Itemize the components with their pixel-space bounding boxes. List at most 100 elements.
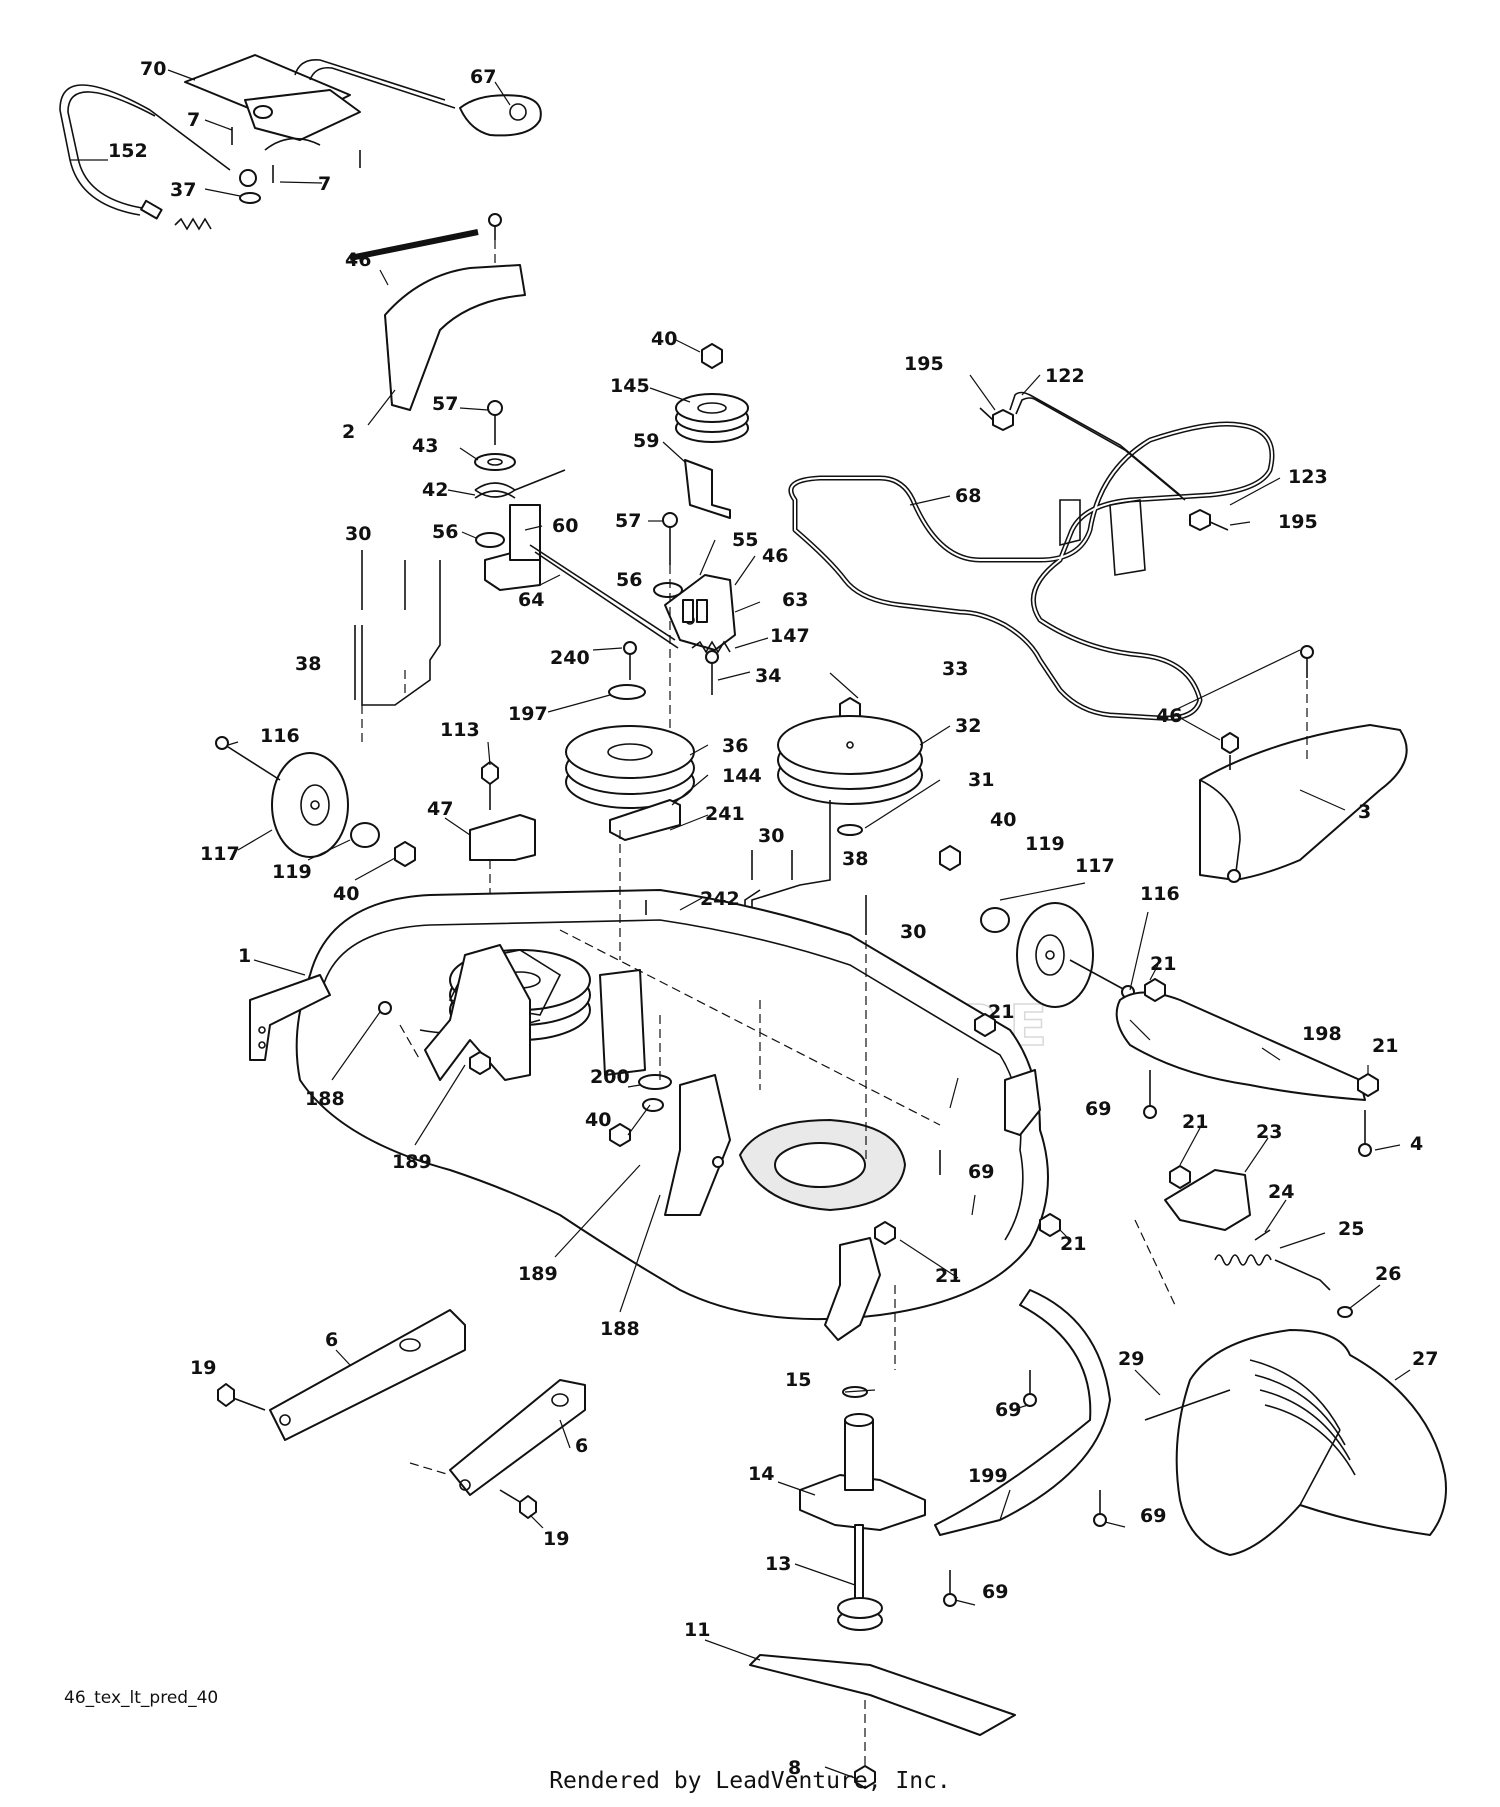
callout-63: 63	[782, 589, 808, 611]
callout-55: 55	[732, 529, 758, 551]
callout-36: 36	[722, 735, 748, 757]
pulley-36	[565, 725, 695, 809]
callout-122: 122	[1045, 365, 1085, 387]
bracket-6-right	[409, 1379, 586, 1519]
callout-195: 195	[1278, 511, 1318, 533]
callout-200: 200	[590, 1066, 630, 1088]
spindle-assembly	[749, 1386, 1016, 1789]
diagram-code: 46_tex_lt_pred_40	[64, 1688, 219, 1708]
deflector-rod-199	[934, 1289, 1111, 1607]
callout-31: 31	[968, 769, 994, 791]
belt-guard-left	[349, 213, 526, 411]
callout-7: 7	[318, 173, 331, 195]
callout-21: 21	[1372, 1035, 1398, 1057]
callout-123: 123	[1288, 466, 1328, 488]
handle-grip	[459, 94, 542, 137]
leader-lines	[70, 69, 1411, 1779]
callout-43: 43	[412, 435, 438, 457]
belt-keeper-122-123	[979, 391, 1229, 576]
callout-21: 21	[1150, 953, 1176, 975]
callout-24: 24	[1268, 1181, 1294, 1203]
callout-21: 21	[935, 1265, 961, 1287]
callout-7: 7	[187, 109, 200, 131]
callout-26: 26	[1375, 1263, 1401, 1285]
callout-23: 23	[1256, 1121, 1282, 1143]
callout-25: 25	[1338, 1218, 1364, 1240]
arm-55-63	[653, 574, 736, 654]
callout-38: 38	[295, 653, 321, 675]
bracket-198	[1115, 978, 1379, 1157]
callout-69: 69	[1085, 1098, 1111, 1120]
callout-46: 46	[762, 545, 788, 567]
callout-29: 29	[1118, 1348, 1144, 1370]
belt-guard-right	[1199, 645, 1408, 883]
callout-42: 42	[422, 479, 448, 501]
callout-21: 21	[988, 1001, 1014, 1023]
callout-4: 4	[1410, 1133, 1423, 1155]
gauge-wheel-right	[939, 845, 1135, 1008]
callout-188: 188	[305, 1088, 345, 1110]
callout-30: 30	[900, 921, 926, 943]
callout-147: 147	[770, 625, 810, 647]
callout-242: 242	[700, 888, 740, 910]
render-credit: Rendered by LeadVenture, Inc.	[549, 1768, 951, 1794]
bracket-47	[469, 761, 536, 940]
callout-189: 189	[518, 1263, 558, 1285]
callout-69: 69	[1140, 1505, 1166, 1527]
washer-37	[239, 192, 261, 204]
deck-dashed-guides	[399, 830, 1176, 1370]
callout-13: 13	[765, 1553, 791, 1575]
callout-70: 70	[140, 58, 166, 80]
pulley-145	[675, 343, 749, 443]
callout-116: 116	[260, 725, 300, 747]
callout-6: 6	[325, 1329, 338, 1351]
callout-34: 34	[755, 665, 781, 687]
callout-69: 69	[968, 1161, 994, 1183]
callout-19: 19	[190, 1357, 216, 1379]
callout-197: 197	[508, 703, 548, 725]
callout-188: 188	[600, 1318, 640, 1340]
callout-40: 40	[651, 328, 677, 350]
callout-19: 19	[543, 1528, 569, 1550]
callout-1: 1	[238, 945, 251, 967]
bracket-23-spring	[1164, 1165, 1353, 1318]
callout-27: 27	[1412, 1348, 1438, 1370]
bracket-6-left	[217, 1309, 466, 1441]
callout-11: 11	[684, 1619, 710, 1641]
callout-33: 33	[942, 658, 968, 680]
callout-117: 117	[1075, 855, 1115, 877]
hardware-center	[608, 512, 719, 740]
discharge-chute-27	[1144, 1329, 1447, 1556]
callout-40: 40	[333, 883, 359, 905]
drive-belt	[788, 421, 1275, 721]
callout-189: 189	[392, 1151, 432, 1173]
callout-40: 40	[585, 1109, 611, 1131]
callout-46: 46	[345, 249, 371, 271]
callout-30: 30	[758, 825, 784, 847]
callout-64: 64	[518, 589, 544, 611]
callout-6: 6	[575, 1435, 588, 1457]
callout-32: 32	[955, 715, 981, 737]
callout-57: 57	[615, 510, 641, 532]
deck-brackets	[249, 900, 1061, 1341]
callout-67: 67	[470, 66, 496, 88]
callout-8: 8	[788, 1757, 801, 1779]
callout-40: 40	[990, 809, 1016, 831]
callout-46: 46	[1156, 705, 1182, 727]
callout-15: 15	[785, 1369, 811, 1391]
callout-119: 119	[1025, 833, 1065, 855]
lift-bracket-assembly	[184, 54, 456, 151]
callout-117: 117	[200, 843, 240, 865]
callout-56: 56	[616, 569, 642, 591]
callout-21: 21	[1182, 1111, 1208, 1133]
gauge-wheel-left	[215, 736, 416, 867]
callout-144: 144	[722, 765, 762, 787]
callout-116: 116	[1140, 883, 1180, 905]
callout-199: 199	[968, 1465, 1008, 1487]
callout-14: 14	[748, 1463, 774, 1485]
callout-119: 119	[272, 861, 312, 883]
mower-deck	[295, 889, 1049, 1321]
callout-198: 198	[1302, 1023, 1342, 1045]
callout-30: 30	[345, 523, 371, 545]
